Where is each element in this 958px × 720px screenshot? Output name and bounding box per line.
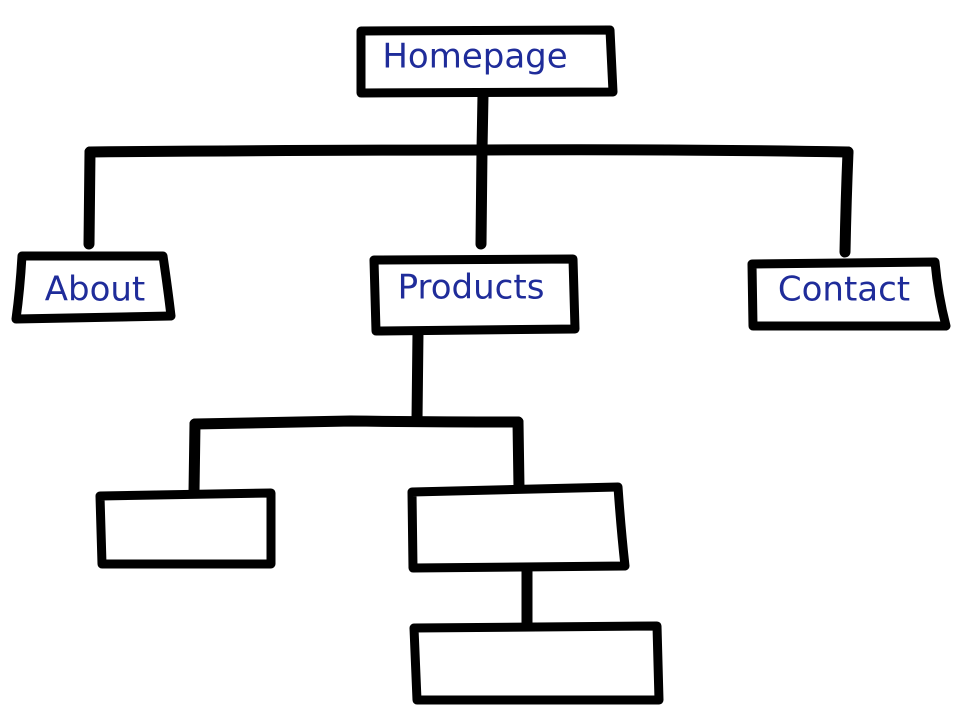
about-box (11, 251, 176, 324)
labels: Homepage About Products Contact (45, 37, 910, 310)
product-child-1-box (95, 488, 276, 569)
connector-to-child-2 (512, 416, 525, 494)
connector-products-bar (189, 415, 524, 430)
boxes (11, 25, 951, 705)
connector-products-trunk (411, 326, 424, 426)
connector-top-bar (84, 144, 854, 158)
contact-label: Contact (778, 270, 910, 310)
connector-homepage-trunk (476, 89, 489, 156)
connector-to-contact (839, 146, 854, 258)
homepage-label: Homepage (382, 37, 567, 77)
connector-to-child-1 (188, 418, 201, 498)
connector-to-products (475, 144, 488, 250)
about-label: About (45, 270, 146, 310)
contact-box (747, 257, 951, 331)
products-label: Products (398, 268, 545, 308)
connector-to-about (83, 146, 96, 250)
product-grandchild-1-box (409, 621, 664, 705)
connectors (83, 89, 854, 630)
homepage-box (356, 25, 618, 98)
product-child-2-box (407, 482, 630, 573)
products-box (369, 254, 580, 336)
